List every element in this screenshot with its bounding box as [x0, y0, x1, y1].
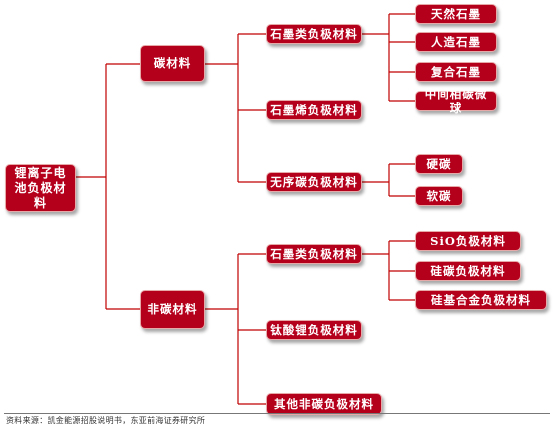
mcmb-label: 中间相碳微球	[424, 86, 488, 115]
artificial-graphite-label: 人造石墨	[431, 34, 481, 49]
graphite-label: 石墨类负极材料	[270, 26, 358, 41]
sio-label: SiO负极材料	[430, 233, 506, 248]
hard-carbon-node: 硬碳	[415, 154, 463, 174]
amorphous-carbon-label: 无序碳负极材料	[270, 174, 358, 189]
root-node: 锂离子电池负极材料	[5, 164, 76, 212]
footer-divider	[4, 413, 550, 414]
carbon-label: 碳材料	[153, 56, 192, 71]
noncarbon-node: 非碳材料	[140, 290, 205, 329]
graphite-node: 石墨类负极材料	[266, 24, 362, 44]
mcmb-node: 中间相碳微球	[415, 87, 497, 115]
source-note: 资料来源：凯金能源招股说明书，东亚前海证券研究所	[6, 416, 206, 425]
lto-node: 钛酸锂负极材料	[266, 320, 362, 340]
natural-graphite-label: 天然石墨	[431, 6, 481, 21]
soft-carbon-label: 软碳	[426, 188, 452, 203]
composite-graphite-label: 复合石墨	[431, 64, 481, 79]
root-label: 锂离子电池负极材料	[14, 165, 67, 210]
silicon-group-label: 石墨类负极材料	[270, 246, 358, 261]
si-carbon-label: 硅碳负极材料	[430, 263, 506, 278]
anode-material-tree: 锂离子电池负极材料 碳材料 非碳材料 石墨类负极材料 石墨烯负极材料 无序碳负极…	[5, 4, 547, 415]
si-carbon-node: 硅碳负极材料	[415, 261, 521, 281]
soft-carbon-node: 软碳	[415, 186, 463, 206]
artificial-graphite-node: 人造石墨	[415, 32, 497, 52]
other-noncarbon-label: 其他非碳负极材料	[274, 396, 374, 411]
hard-carbon-label: 硬碳	[426, 156, 452, 171]
natural-graphite-node: 天然石墨	[415, 4, 497, 24]
amorphous-carbon-node: 无序碳负极材料	[266, 172, 362, 192]
si-alloy-label: 硅基合金负极材料	[431, 292, 531, 307]
other-noncarbon-node: 其他非碳负极材料	[266, 393, 382, 415]
connector-lines	[76, 13, 415, 405]
carbon-node: 碳材料	[140, 45, 205, 82]
noncarbon-label: 非碳材料	[147, 302, 198, 317]
graphene-node: 石墨烯负极材料	[266, 100, 362, 120]
si-alloy-node: 硅基合金负极材料	[415, 290, 547, 310]
sio-node: SiO负极材料	[415, 231, 521, 251]
silicon-group-node: 石墨类负极材料	[266, 244, 362, 264]
lto-label: 钛酸锂负极材料	[270, 322, 358, 337]
graphene-label: 石墨烯负极材料	[270, 102, 358, 117]
composite-graphite-node: 复合石墨	[415, 62, 497, 82]
